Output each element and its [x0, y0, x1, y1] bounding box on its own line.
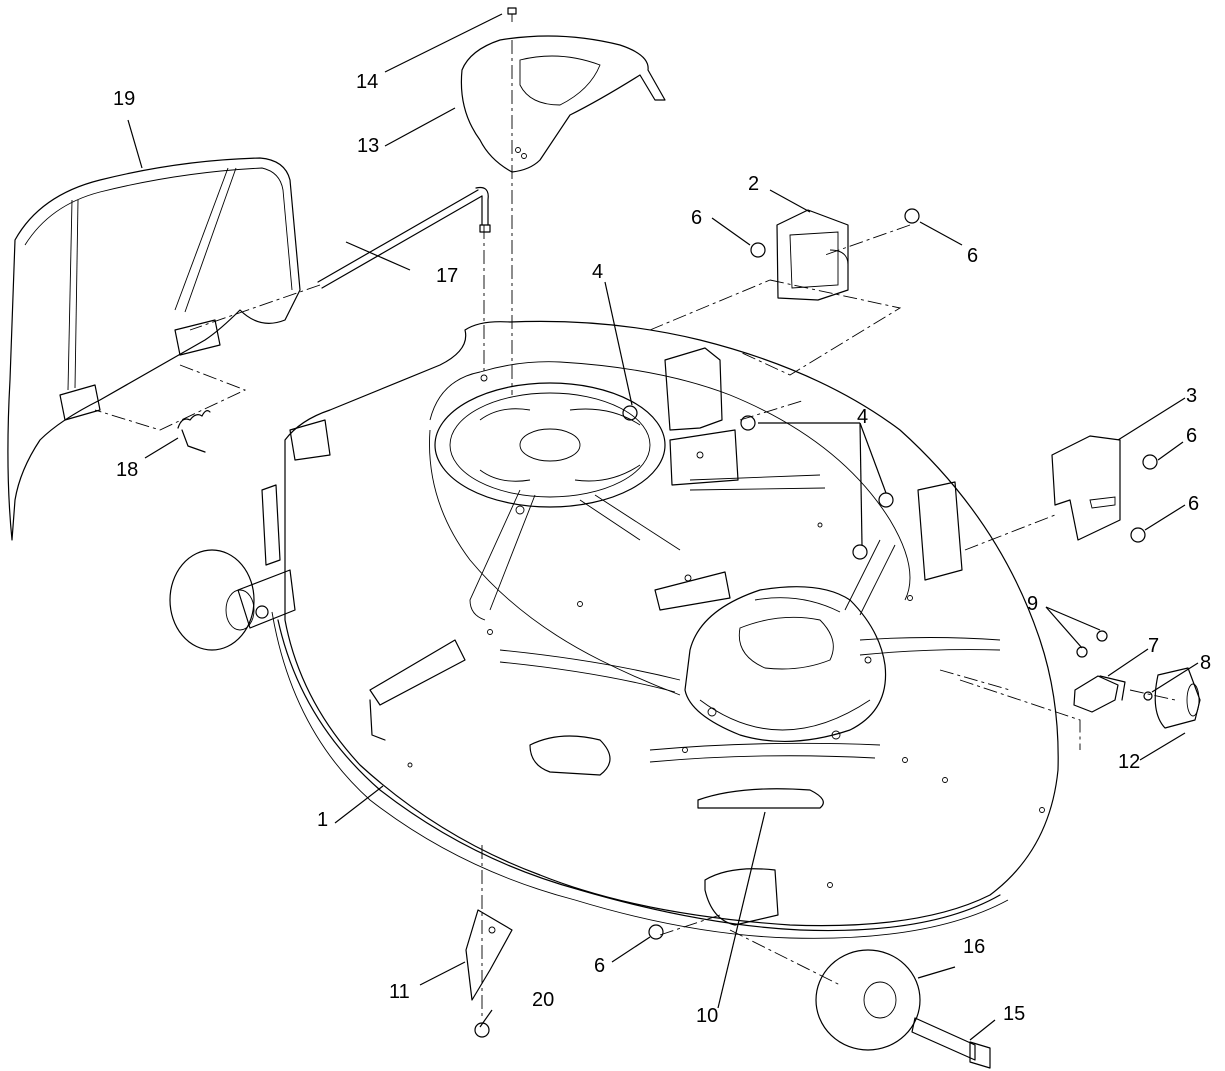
- callout-6-bracket2-left: 6: [691, 207, 702, 229]
- callout-20: 20: [532, 989, 554, 1011]
- bracket-2: [750, 208, 920, 301]
- callout-4-lower: 4: [857, 406, 868, 428]
- pivot-rod: [317, 186, 491, 289]
- discharge-chute: [7, 157, 301, 541]
- assembly-lines: [94, 40, 1176, 1020]
- rear-gauge-wheel: [815, 949, 991, 1069]
- callout-labels: 1 2 3 4 4 6 6 6 6 6 7 8 9 10 11 12 13 14…: [113, 71, 1211, 1027]
- callout-12: 12: [1118, 751, 1140, 773]
- callout-17: 17: [436, 265, 458, 287]
- bracket-3: [1051, 435, 1158, 543]
- rear-nut: [648, 924, 664, 940]
- callout-4-upper: 4: [592, 261, 603, 283]
- callout-2: 2: [748, 173, 759, 195]
- leader-lines: [127, 13, 1199, 1041]
- wash-port-assembly: [1073, 630, 1201, 729]
- callout-6-bracket2-right: 6: [967, 245, 978, 267]
- callout-8: 8: [1200, 652, 1211, 674]
- callout-6-bracket3-bottom: 6: [1188, 493, 1199, 515]
- callout-6-rear: 6: [594, 955, 605, 977]
- bracket-11: [465, 909, 513, 1038]
- callout-16: 16: [963, 936, 985, 958]
- callout-18: 18: [116, 459, 138, 481]
- callout-6-bracket3-top: 6: [1186, 425, 1197, 447]
- callout-3: 3: [1186, 385, 1197, 407]
- left-gauge-wheel: [169, 484, 296, 651]
- callout-11: 11: [389, 981, 410, 1003]
- mower-deck: [271, 320, 1059, 939]
- callout-15: 15: [1003, 1003, 1025, 1025]
- callout-9: 9: [1027, 593, 1038, 615]
- callout-19: 19: [113, 88, 135, 110]
- deck-holes: [407, 374, 1045, 888]
- callout-14: 14: [356, 71, 378, 93]
- torsion-spring: [177, 410, 211, 453]
- callout-1: 1: [317, 809, 328, 831]
- callout-13: 13: [357, 135, 379, 157]
- belt-cover-top: [460, 7, 666, 173]
- callout-10: 10: [696, 1005, 718, 1027]
- callout-7: 7: [1148, 635, 1159, 657]
- deck-brackets: [622, 347, 963, 581]
